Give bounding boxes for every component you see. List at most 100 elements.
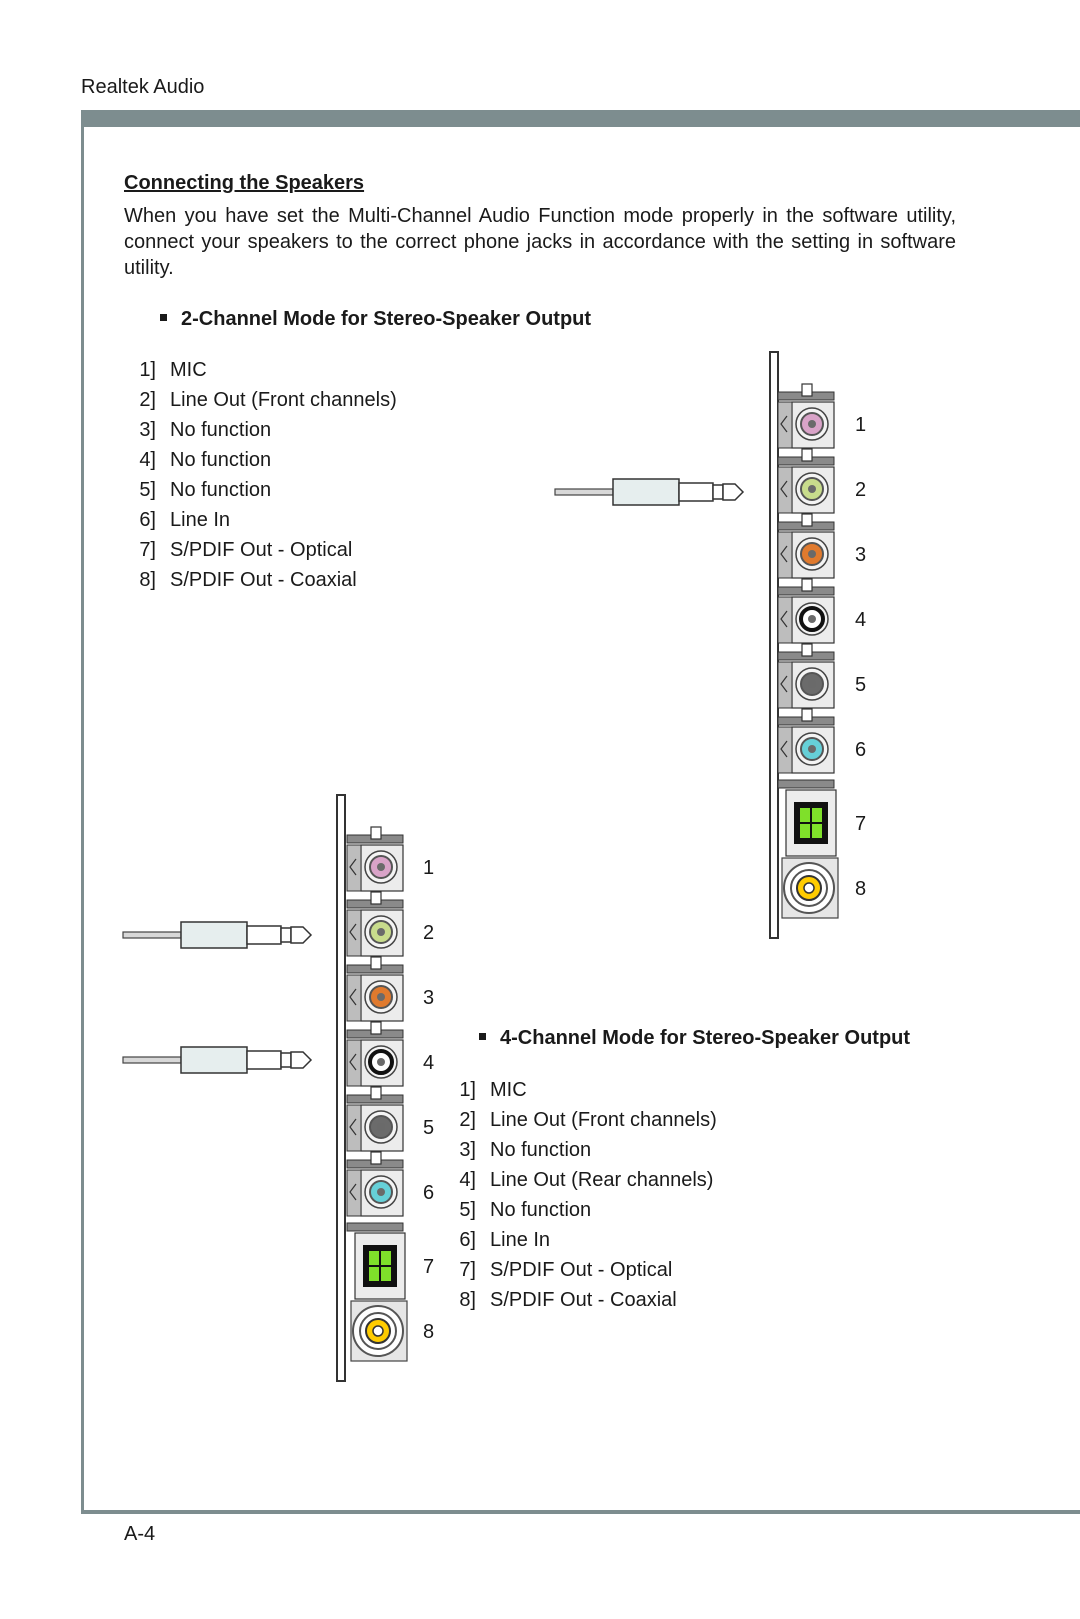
item-number: 3] xyxy=(139,419,156,441)
section-title: Connecting the Speakers xyxy=(124,172,365,194)
audio-panel-2ch-diagram: 1 2 3 4 5 6 7 8 xyxy=(554,351,866,939)
optical-port-icon xyxy=(777,779,837,857)
jack-number-label: 7 xyxy=(855,813,866,835)
list-item: 4] No function xyxy=(118,445,397,475)
item-number: 2] xyxy=(459,1109,476,1131)
audio-jack-5 xyxy=(777,643,835,709)
item-number: 6] xyxy=(139,509,156,531)
page-number: A-4 xyxy=(124,1523,156,1545)
item-number: 8] xyxy=(459,1289,476,1311)
item-label: MIC xyxy=(490,1079,527,1101)
header-bar xyxy=(81,110,1080,127)
audio-jack-4 xyxy=(777,578,835,644)
mode2-heading: 2-Channel Mode for Stereo-Speaker Output xyxy=(160,308,591,331)
audio-jack-5 xyxy=(346,1086,404,1152)
item-number: 8] xyxy=(139,569,156,591)
jack-number-label: 6 xyxy=(855,739,866,761)
jack-number-label: 2 xyxy=(423,922,434,944)
jack-number-label: 5 xyxy=(855,674,866,696)
audio-jack-4 xyxy=(346,1021,404,1087)
jack-number-label: 3 xyxy=(423,987,434,1009)
list-item: 4] Line Out (Rear channels) xyxy=(438,1165,717,1195)
mode4-heading: 4-Channel Mode for Stereo-Speaker Output xyxy=(479,1027,910,1050)
section-header: Realtek Audio xyxy=(81,76,205,98)
item-label: No function xyxy=(170,479,272,501)
item-label: Line In xyxy=(170,509,231,531)
audio-jack-6 xyxy=(346,1151,404,1217)
intro-paragraph: When you have set the Multi-Channel Audi… xyxy=(124,205,956,279)
mode2-heading-text: 2-Channel Mode for Stereo-Speaker Output xyxy=(181,308,592,330)
jack-number-label: 2 xyxy=(855,479,866,501)
audio-panel-4ch-diagram: 1 2 3 4 5 6 7 8 xyxy=(122,794,434,1382)
item-number: 1] xyxy=(139,359,156,381)
item-number: 3] xyxy=(459,1139,476,1161)
item-number: 1] xyxy=(459,1079,476,1101)
list-item: 6] Line In xyxy=(118,505,397,535)
coaxial-port-icon xyxy=(350,1300,408,1362)
item-label: Line Out (Front channels) xyxy=(170,389,397,411)
list-item: 2] Line Out (Front channels) xyxy=(438,1105,717,1135)
audio-jack-3 xyxy=(346,956,404,1022)
list-item: 3] No function xyxy=(118,415,397,445)
audio-jack-1 xyxy=(777,383,835,449)
item-label: S/PDIF Out - Coaxial xyxy=(170,569,357,591)
item-label: No function xyxy=(170,419,272,441)
item-label: No function xyxy=(490,1139,592,1161)
jack-number-label: 4 xyxy=(423,1052,434,1074)
item-label: S/PDIF Out - Coaxial xyxy=(490,1289,677,1311)
jack-number-label: 6 xyxy=(423,1182,434,1204)
jack-number-label: 5 xyxy=(423,1117,434,1139)
item-label: MIC xyxy=(170,359,207,381)
jack-number-label: 7 xyxy=(423,1256,434,1278)
item-number: 4] xyxy=(459,1169,476,1191)
audio-jack-3 xyxy=(777,513,835,579)
audio-jack-2 xyxy=(346,891,404,957)
panel-bracket xyxy=(336,794,346,1382)
item-label: S/PDIF Out - Optical xyxy=(490,1259,673,1281)
mode4-heading-text: 4-Channel Mode for Stereo-Speaker Output xyxy=(500,1027,911,1049)
item-number: 5] xyxy=(459,1199,476,1221)
bottom-border xyxy=(81,1510,1080,1514)
mode2-list: 1] MIC 2] Line Out (Front channels) 3] No fun… xyxy=(118,355,397,595)
list-item: 2] Line Out (Front channels) xyxy=(118,385,397,415)
list-item: 6]Line In xyxy=(438,1225,717,1255)
optical-port-icon xyxy=(346,1222,406,1300)
audio-plug-icon xyxy=(122,1046,313,1074)
jack-number-label: 3 xyxy=(855,544,866,566)
list-item: 3] No function xyxy=(438,1135,717,1165)
bullet-icon xyxy=(479,1033,486,1041)
audio-jack-2 xyxy=(777,448,835,514)
item-label: No function xyxy=(170,449,272,471)
list-item: 7] S/PDIF Out - Optical xyxy=(118,535,397,565)
item-label: Line Out (Front channels) xyxy=(490,1109,717,1131)
item-number: 5] xyxy=(139,479,156,501)
list-item: 5] No function xyxy=(438,1195,717,1225)
jack-number-label: 4 xyxy=(855,609,866,631)
item-label: Line In xyxy=(490,1229,551,1251)
item-label: S/PDIF Out - Optical xyxy=(170,539,353,561)
list-item: 8] S/PDIF Out - Coaxial xyxy=(438,1285,717,1315)
item-number: 7] xyxy=(459,1259,476,1281)
list-item: 8] S/PDIF Out - Coaxial xyxy=(118,565,397,595)
item-number: 2] xyxy=(139,389,156,411)
audio-jack-1 xyxy=(346,826,404,892)
item-number: 7] xyxy=(139,539,156,561)
item-label: Line Out (Rear channels) xyxy=(490,1169,714,1191)
bullet-icon xyxy=(160,314,167,322)
list-item: 5] No function xyxy=(118,475,397,505)
left-border xyxy=(81,127,84,1513)
coaxial-port-icon xyxy=(781,857,839,919)
audio-plug-icon xyxy=(122,921,313,949)
jack-number-label: 1 xyxy=(855,414,866,436)
audio-plug-icon xyxy=(554,478,745,506)
list-item: 7] S/PDIF Out - Optical xyxy=(438,1255,717,1285)
item-number: 4] xyxy=(139,449,156,471)
mode4-list: 1] MIC 2] Line Out (Front channels) 3] No fun… xyxy=(438,1075,717,1315)
jack-number-label: 1 xyxy=(423,857,434,879)
jack-number-label: 8 xyxy=(855,878,866,900)
item-label: No function xyxy=(490,1199,592,1221)
list-item: 1] MIC xyxy=(438,1075,717,1105)
audio-jack-6 xyxy=(777,708,835,774)
list-item: 1] MIC xyxy=(118,355,397,385)
jack-number-label: 8 xyxy=(423,1321,434,1343)
